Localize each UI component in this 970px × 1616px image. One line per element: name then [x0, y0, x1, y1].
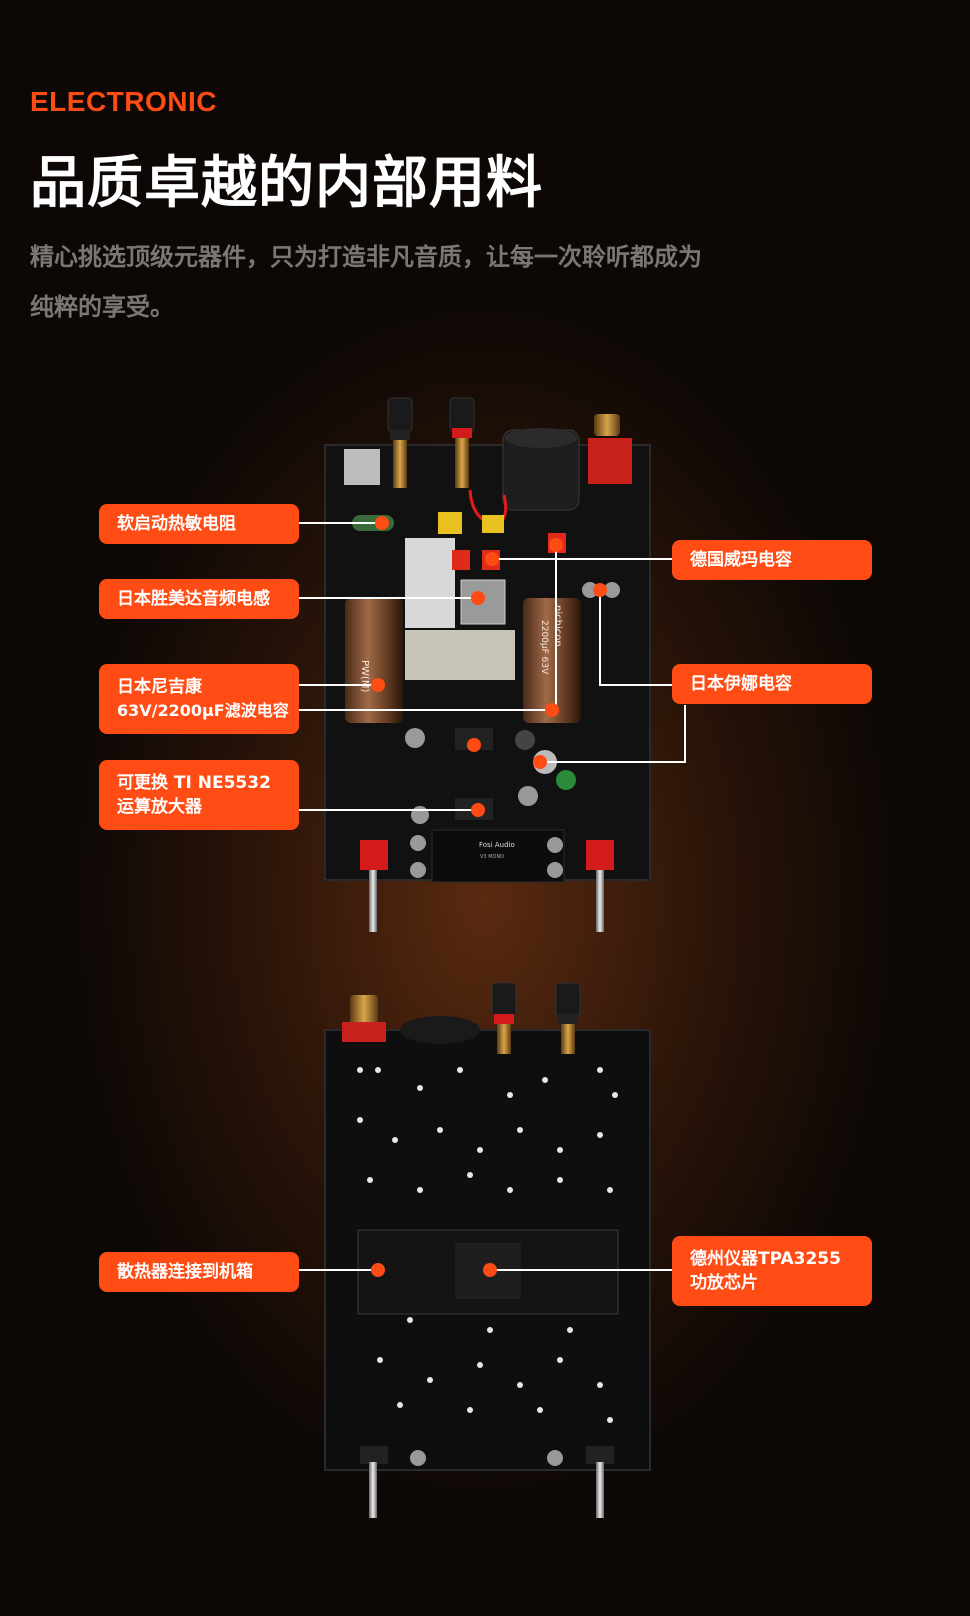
top-board: PW(M) nichicon 2200μF 63V Fosi Audio V3 … [324, 397, 651, 932]
callout-chip-line2: 功放芯片 [690, 1273, 758, 1293]
usb-port-icon [344, 449, 380, 485]
callout-opamp-line2: 运算放大器 [117, 797, 202, 817]
callout-wima: 德国威玛电容 [672, 540, 872, 580]
binding-post-black-icon [387, 397, 413, 488]
subtitle-line-2: 纯粹的享受。 [30, 293, 174, 321]
callout-inductor-text: 日本胜美达音频电感 [117, 589, 270, 609]
callout-heatsink-text: 散热器连接到机箱 [117, 1262, 253, 1282]
callout-nichicon-line2: 63V/2200μF滤波电容 [117, 701, 289, 720]
callout-nichicon-line1: 日本尼吉康 [117, 677, 202, 697]
callout-opamp: 可更换 TI NE5532 运算放大器 [99, 760, 299, 830]
callout-nichicon: 日本尼吉康 63V/2200μF滤波电容 [99, 664, 299, 734]
wima-capacitor-icon [452, 550, 470, 570]
relay-icon [405, 538, 455, 628]
rca-jack-icon [588, 414, 632, 484]
nichicon-capacitor-left-icon: PW(M) [345, 598, 403, 723]
board-model: V3 MONO [480, 854, 504, 860]
callout-wima-text: 德国威玛电容 [690, 550, 792, 570]
callout-chip-line1: 德州仪器TPA3255 [690, 1249, 841, 1269]
callout-elna-text: 日本伊娜电容 [690, 674, 792, 694]
binding-post-red-icon [449, 397, 475, 488]
bottom-board [324, 982, 651, 1518]
eyebrow-label: ELECTRONIC [30, 86, 217, 117]
nichicon-capacitor-right-icon: nichicon 2200μF 63V [523, 598, 581, 723]
callout-ntc-text: 软启动热敏电阻 [117, 514, 236, 534]
callout-heatsink: 散热器连接到机箱 [99, 1252, 299, 1292]
leader-dots [371, 516, 607, 1277]
callout-inductor: 日本胜美达音频电感 [99, 579, 299, 619]
svg-text:PW(M): PW(M) [359, 660, 370, 692]
board-brand: Fosi Audio [479, 841, 515, 849]
page-title: 品质卓越的内部用料 [30, 151, 543, 216]
leader-lines [298, 522, 686, 1271]
callout-elna: 日本伊娜电容 [672, 664, 872, 704]
page-subtitle: 精心挑选顶级元器件，只为打造非凡音质，让每一次聆听都成为 纯粹的享受。 [30, 232, 890, 332]
callout-chip: 德州仪器TPA3255 功放芯片 [672, 1236, 872, 1306]
subtitle-line-1: 精心挑选顶级元器件，只为打造非凡音质，让每一次聆听都成为 [30, 243, 702, 271]
callout-ntc: 软启动热敏电阻 [99, 504, 299, 544]
capacitor-label: nichicon [552, 605, 563, 647]
capacitor-rating: 2200μF 63V [539, 620, 549, 675]
callout-opamp-line1: 可更换 TI NE5532 [117, 773, 271, 793]
